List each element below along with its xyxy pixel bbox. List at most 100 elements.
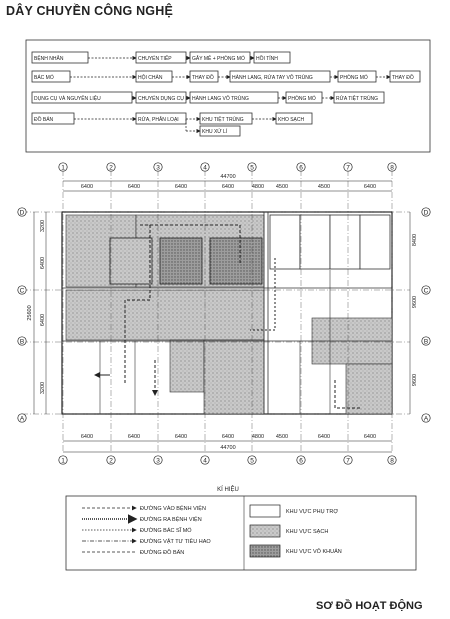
flow-step-box <box>31 91 133 104</box>
flow-extra-label: KHU XỬ LÍ <box>202 128 228 135</box>
floor-plan <box>61 211 393 415</box>
grid-column-marker <box>106 162 116 172</box>
grid-column-label: 7 <box>346 458 350 465</box>
grid-column-label: 7 <box>346 165 350 172</box>
flow-step-label: THAY ĐỒ <box>392 74 414 81</box>
dimension-bottom: 6400 <box>175 434 187 440</box>
grid-column-marker <box>387 162 397 172</box>
dimension-top: 4500 <box>276 184 288 190</box>
flow-step-box <box>31 112 75 125</box>
dimension-left: 3200 <box>40 220 46 232</box>
flow-step-label: RỬA TIỆT TRÙNG <box>336 94 378 102</box>
grid-row-label: A <box>20 416 25 423</box>
grid-column-label: 3 <box>156 458 160 465</box>
flow-step-box <box>31 70 71 83</box>
legend-zone-swatch <box>249 504 281 518</box>
dimension-total-bottom: 44700 <box>220 445 235 451</box>
legend-zone-swatch <box>249 524 281 538</box>
grid-column-label: 4 <box>203 458 207 465</box>
bottom-title: SƠ ĐỒ HOẠT ĐỘNG <box>316 600 423 612</box>
grid-column-marker <box>58 455 68 465</box>
grid-row-label: D <box>20 210 25 217</box>
dimension-right: 9600 <box>412 296 418 308</box>
flow-step-box <box>285 91 323 104</box>
grid-row-marker <box>421 413 431 423</box>
dimension-bottom: 4500 <box>276 434 288 440</box>
flow-step-label: KHO SẠCH <box>278 117 305 123</box>
flow-step-label: GÂY MÊ + PHÒNG MỔ <box>192 54 245 62</box>
flow-step-box <box>189 91 279 104</box>
grid-row-label: A <box>424 416 429 423</box>
grid-column-label: 6 <box>299 165 303 172</box>
grid-row-marker <box>421 207 431 217</box>
flow-step-label: DỤNG CỤ VÀ NGUYÊN LIỆU <box>34 94 101 102</box>
flow-step-box <box>135 91 187 104</box>
grid-row-marker <box>17 336 27 346</box>
grid-column-marker <box>106 455 116 465</box>
grid-row-marker <box>17 207 27 217</box>
dimension-bottom: 6400 <box>318 434 330 440</box>
grid-column-label: 2 <box>109 165 113 172</box>
legend-zone-label: KHU VỰC PHỤ TRỢ <box>286 509 338 515</box>
dimension-right: 8400 <box>412 234 418 246</box>
grid-column-marker <box>296 455 306 465</box>
grid-column-marker <box>153 162 163 172</box>
dimension-left: 6400 <box>40 257 46 269</box>
flow-step-box <box>135 70 173 83</box>
dimension-left: 3200 <box>40 382 46 394</box>
flow-step-label: BÁC MỔ <box>34 74 54 81</box>
legend-zone-label: KHU VỰC VÔ KHUẨN <box>286 548 342 555</box>
dimension-bottom-gap: 4800 <box>252 434 264 440</box>
flow-step-label: HỘI CHẨN <box>138 74 163 81</box>
flow-step-label: ĐỒ BẨN <box>34 116 54 123</box>
legend-panel <box>65 495 417 571</box>
grid-column-label: 5 <box>250 165 254 172</box>
grid-column-marker <box>247 162 257 172</box>
dimension-top: 6400 <box>81 184 93 190</box>
flow-step-box <box>135 51 187 64</box>
grid-column-marker <box>343 455 353 465</box>
grid-row-marker <box>17 285 27 295</box>
flow-step-box <box>333 91 385 104</box>
dimension-top: 6400 <box>364 184 376 190</box>
flow-step-label: CHUYỂN DỤNG CỤ <box>138 95 184 102</box>
dimension-bottom: 6400 <box>81 434 93 440</box>
grid-column-label: 5 <box>250 458 254 465</box>
grid-column-marker <box>296 162 306 172</box>
flow-step-box <box>275 112 313 125</box>
flow-step-box <box>229 70 331 83</box>
grid-column-label: 4 <box>203 165 207 172</box>
grid-column-marker <box>247 455 257 465</box>
flow-step-box <box>389 70 421 83</box>
flow-step-label: PHÒNG MỔ <box>288 95 316 102</box>
grid-row-marker <box>421 285 431 295</box>
grid-column-marker <box>200 162 210 172</box>
flow-step-box <box>199 112 253 125</box>
grid-column-marker <box>343 162 353 172</box>
legend-line-label: ĐƯỜNG RA BỆNH VIỆN <box>140 515 202 523</box>
page-title: DÂY CHUYỀN CÔNG NGHỆ <box>6 4 173 18</box>
flow-step-label: CHUYỂN TIẾP <box>138 55 172 62</box>
dimension-total-top: 44700 <box>220 174 235 180</box>
grid-column-marker <box>58 162 68 172</box>
grid-column-marker <box>200 455 210 465</box>
dimension-top: 6400 <box>128 184 140 190</box>
flow-step-box <box>189 70 219 83</box>
dimension-left: 6400 <box>40 314 46 326</box>
dimension-top: 4500 <box>318 184 330 190</box>
flow-step-label: KHU TIỆT TRÙNG <box>202 115 244 123</box>
dimension-top-gap: 4800 <box>252 184 264 190</box>
flow-step-label: THAY ĐỒ <box>192 74 214 81</box>
flow-step-box <box>135 112 187 125</box>
legend-line-label: ĐƯỜNG ĐỒ BẨN <box>140 549 184 556</box>
grid-row-marker <box>17 413 27 423</box>
grid-column-label: 6 <box>299 458 303 465</box>
flow-step-label: HỒI TỈNH <box>256 55 278 62</box>
flow-step-label: PHÒNG MỔ <box>340 74 368 81</box>
legend-zone-label: KHU VỰC SẠCH <box>286 529 328 535</box>
flow-step-box <box>189 51 251 64</box>
